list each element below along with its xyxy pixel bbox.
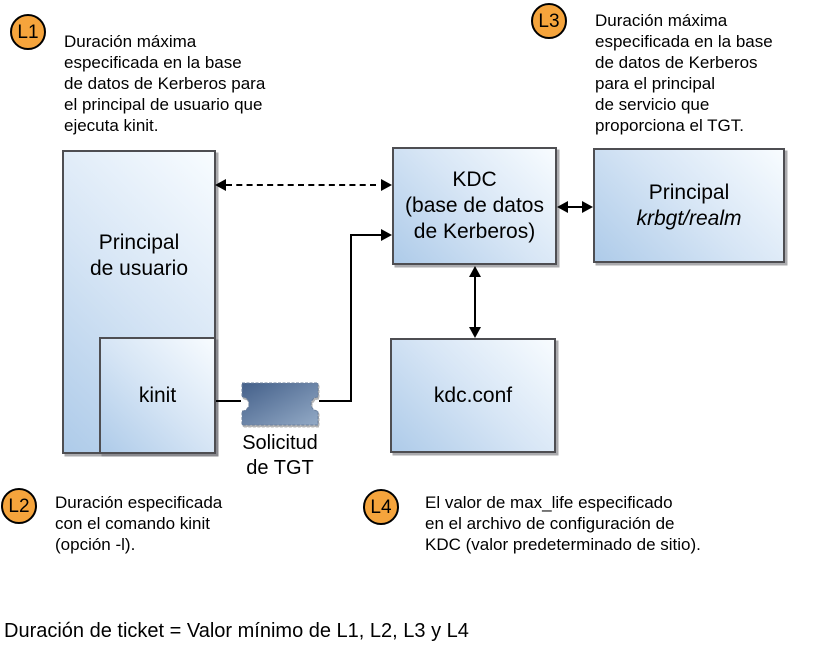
box-label-line: Principal	[98, 231, 180, 254]
connector-segment	[216, 400, 241, 402]
annotation-line: KDC (valor predeterminado de sitio).	[425, 535, 701, 554]
annotation-line: Duración máxima	[64, 32, 197, 51]
box-label-line: (base de datos	[405, 194, 544, 217]
arrowhead-right-icon	[381, 179, 392, 191]
tgt-ticket-icon	[241, 382, 319, 426]
annotation-line: especificada en la base	[595, 32, 773, 51]
connector-segment	[319, 400, 352, 402]
l4-badge: L4	[363, 489, 399, 525]
annotation-line: con el comando kinit	[55, 514, 210, 533]
kdc-conf-box: kdc.conf	[390, 338, 556, 453]
arrowhead-left-icon	[215, 179, 226, 191]
arrowhead-right-icon	[582, 201, 593, 213]
ticket-caption: Solicitud de TGT	[226, 431, 334, 481]
arrowhead-left-icon	[557, 201, 568, 213]
arrow-line	[563, 206, 587, 208]
kdc-box: KDC (base de datos de Kerberos)	[392, 147, 557, 265]
connector-segment	[350, 234, 382, 236]
caption-line: Solicitud	[242, 432, 318, 454]
arrowhead-down-icon	[469, 327, 481, 338]
dashed-line	[226, 184, 376, 186]
annotation-line: el principal de usuario que	[64, 95, 263, 114]
annotation-line: de servicio que	[595, 95, 710, 114]
kdc-conf-label: kdc.conf	[433, 383, 513, 407]
arrowhead-up-icon	[469, 266, 481, 277]
formula-text: Duración de ticket = Valor mínimo de L1,…	[4, 620, 469, 642]
l1-badge: L1	[10, 14, 46, 50]
annotation-line: de datos de Kerberos	[595, 53, 758, 72]
annotation-line: ejecuta kinit.	[64, 116, 159, 135]
annotation-line: en el archivo de configuración de	[425, 514, 675, 533]
caption-line: de TGT	[246, 457, 314, 479]
kinit-box: kinit	[99, 337, 216, 454]
l3-badge: L3	[531, 3, 567, 39]
connector-segment	[350, 235, 352, 402]
principal-de-usuario-label: Principal de usuario	[90, 230, 188, 282]
annotation-line: El valor de max_life especificado	[425, 493, 673, 512]
box-label-line: krbgt/realm	[636, 206, 742, 230]
box-label-line: KDC	[452, 168, 497, 191]
l1-annotation-text: Duración máxima especificada en la base …	[64, 31, 265, 136]
annotation-line: Duración especificada	[55, 493, 223, 512]
l2-annotation-text: Duración especificada con el comando kin…	[55, 492, 222, 555]
l2-badge: L2	[1, 488, 37, 524]
principal-krbtgt-box: Principal krbgt/realm	[593, 148, 785, 263]
arrowhead-right-icon	[381, 229, 392, 241]
box-label-line: de Kerberos)	[413, 220, 536, 243]
l4-annotation-text: El valor de max_life especificado en el …	[425, 492, 701, 555]
annotation-line: Duración máxima	[595, 11, 728, 30]
kdc-label: KDC (base de datos de Kerberos)	[405, 167, 544, 245]
annotation-line: (opción -l).	[55, 535, 136, 554]
l3-annotation-text: Duración máxima especificada en la base …	[595, 10, 773, 136]
box-label-line: de usuario	[89, 257, 189, 280]
annotation-line: de datos de Kerberos para	[64, 74, 266, 93]
arrow-line	[474, 274, 476, 330]
annotation-line: proporciona el TGT.	[595, 116, 744, 135]
box-label-line: Principal	[648, 180, 730, 204]
annotation-line: para el principal	[595, 74, 716, 93]
principal-krbtgt-label: Principal krbgt/realm	[636, 180, 741, 232]
annotation-line: especificada en la base	[64, 53, 242, 72]
kinit-label: kinit	[138, 383, 177, 407]
